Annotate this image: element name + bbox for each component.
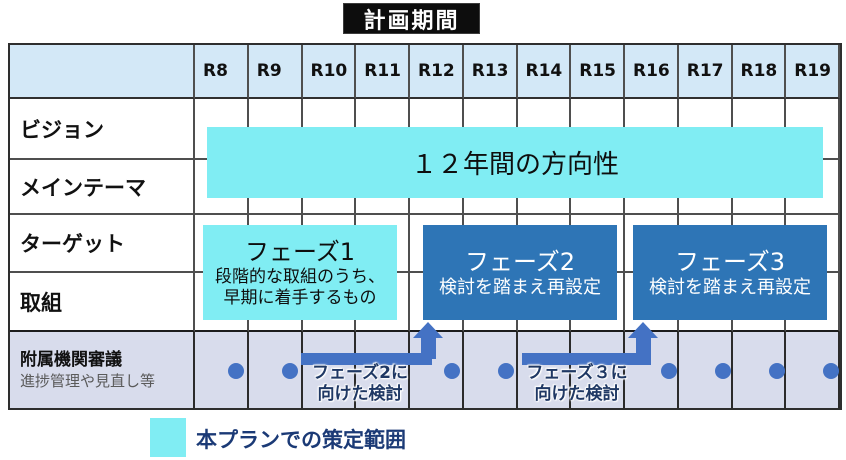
deliberation-dot-R13 [498, 363, 515, 379]
deliberation-dot-R8 [228, 363, 244, 379]
phase3-review-line2: 向けた検討 [534, 384, 620, 404]
phase2-arrow-up-icon [413, 322, 443, 338]
direction-box: １２年間の方向性 [207, 127, 823, 198]
page-title: 計画期間 [343, 3, 480, 34]
year-header-R19: R19 [786, 45, 840, 99]
phase3-arrow-bar [522, 353, 651, 365]
phase3-box: フェーズ3 検討を踏まえ再設定 [633, 225, 827, 320]
phase3-arrow-up-icon [628, 322, 658, 338]
phase2-review-label: フェーズ2に 向けた検討 [295, 363, 425, 405]
phase1-sub-line2: 早期に着手するもの [223, 287, 377, 308]
deliberation-sublabel: 進捗管理や見直し等 [20, 372, 156, 390]
deliberation-dot-R16 [660, 363, 677, 379]
phase2-arrow-stem [421, 337, 436, 359]
phase1-title: フェーズ1 [244, 237, 356, 266]
grid-cell-R11-row5 [356, 332, 410, 408]
phase2-review-line1: フェーズ2に [312, 363, 408, 383]
phase2-box: フェーズ2 検討を踏まえ再設定 [423, 225, 617, 320]
year-header-R12: R12 [410, 45, 464, 99]
phase2-subtitle: 検討を踏まえ再設定 [439, 277, 601, 298]
legend-label: 本プランでの策定範囲 [196, 428, 406, 452]
year-header-R13: R13 [463, 45, 518, 99]
deliberation-label: 附属機関審議 [20, 350, 122, 370]
grid-cell-R15-row5 [571, 332, 625, 408]
year-header-R14: R14 [517, 45, 572, 99]
phase3-title: フェーズ3 [674, 248, 786, 276]
phase2-arrow-bar [301, 353, 432, 365]
legend-color-swatch [150, 418, 186, 457]
row-label-deliberation: 附属機関審議 進捗管理や見直し等 [10, 332, 195, 408]
corner-cell [10, 45, 195, 99]
phase1-box: フェーズ1 段階的な取組のうち、 早期に着手するもの [203, 225, 397, 320]
year-header-R9: R9 [248, 45, 303, 99]
deliberation-dot-R17 [714, 363, 731, 379]
year-header-R11: R11 [356, 45, 410, 99]
phase3-review-label: フェーズ３に 向けた検討 [512, 363, 642, 405]
row-label-target: ターゲット [10, 215, 195, 273]
year-header-R15: R15 [571, 45, 625, 99]
year-header-R8: R8 [195, 45, 249, 99]
phase1-sub-line1: 段階的な取組のうち、 [215, 266, 385, 287]
deliberation-dot-R19 [822, 363, 839, 379]
phase3-review-line1: フェーズ３に [526, 363, 628, 383]
grid-cell-R10-row5 [302, 332, 357, 408]
phase2-title: フェーズ2 [464, 248, 576, 276]
year-header-R16: R16 [625, 45, 679, 99]
phase2-review-line2: 向けた検討 [317, 384, 403, 404]
row-label-initiatives: 取組 [10, 273, 195, 332]
year-header-R17: R17 [678, 45, 733, 99]
phase3-subtitle: 検討を踏まえ再設定 [649, 277, 811, 298]
deliberation-dot-R18 [768, 363, 785, 379]
row-label-main-theme: メインテーマ [10, 160, 195, 215]
phase3-arrow-stem [636, 337, 651, 359]
deliberation-dot-R9 [282, 363, 299, 379]
deliberation-dot-R12 [444, 363, 461, 379]
year-header-R10: R10 [302, 45, 357, 99]
year-header-R18: R18 [732, 45, 787, 99]
row-label-vision: ビジョン [10, 99, 195, 160]
grid-cell-R14-row5 [517, 332, 572, 408]
